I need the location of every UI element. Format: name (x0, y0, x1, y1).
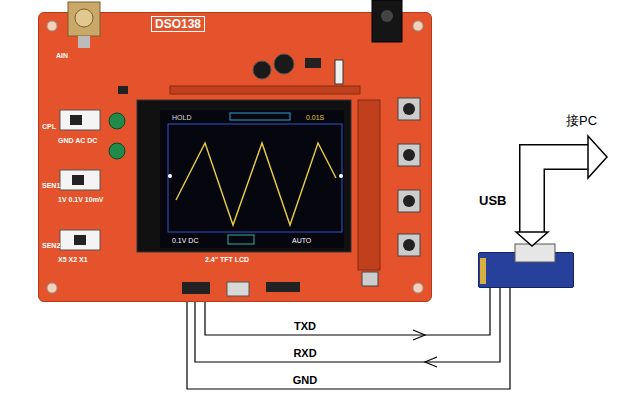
screen-text: 0.1V DC (172, 237, 198, 244)
silkscreen-text: AIN (56, 52, 68, 59)
usb-arrow-head (516, 232, 548, 246)
silkscreen-text: X5 X2 X1 (58, 256, 88, 263)
board-title: DSO138 (151, 16, 205, 32)
silkscreen-text: SEN2 (42, 242, 60, 249)
silkscreen-text: GND AC DC (58, 137, 97, 144)
usb-arrow (532, 157, 592, 238)
silkscreen-text: 1V 0.1V 10mV (58, 196, 104, 203)
arrow-head (425, 357, 437, 367)
signal-name: GND (293, 374, 317, 386)
screen-text: AUTO (292, 237, 311, 244)
screen-text: HOLD (172, 114, 191, 121)
module-heading: USB (479, 193, 506, 208)
destination-label: 接PC (566, 114, 597, 127)
usb-arrow-head (588, 136, 607, 178)
signal-name: TXD (294, 320, 316, 332)
usb-arrow (532, 157, 590, 236)
silkscreen-text: CPL (42, 123, 56, 130)
arrow-head (413, 330, 425, 340)
signal-wire (187, 288, 510, 389)
usb-serial-module: USB (478, 252, 574, 288)
screen-text: 0.01S (306, 114, 324, 121)
silkscreen-text: 2.4" TFT LCD (205, 256, 249, 263)
silkscreen-text: SEN1 (42, 182, 60, 189)
signal-name: RXD (293, 347, 316, 359)
